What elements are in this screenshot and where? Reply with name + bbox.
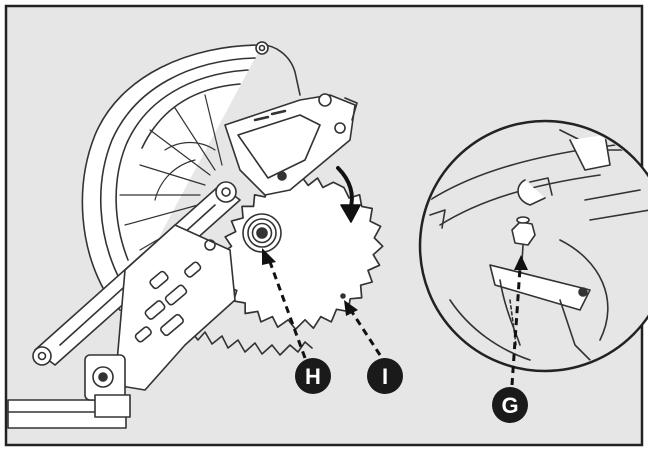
- arrowhead-h: [262, 248, 276, 265]
- detail-knob: [511, 216, 536, 263]
- leader-arrows: [268, 261, 522, 386]
- callout-i: I: [367, 358, 403, 394]
- leader-h: [268, 261, 307, 359]
- blade-mark: [340, 293, 346, 299]
- motor-housing: [224, 93, 358, 196]
- saw-arm-body: [114, 224, 236, 391]
- leader-g: [510, 267, 522, 386]
- rotation-direction-arrow-icon: [336, 166, 361, 223]
- callout-i-label: I: [382, 364, 388, 389]
- arrowhead-g: [514, 255, 528, 270]
- blade-lower-teeth: [189, 329, 313, 356]
- blade-hub: [242, 213, 282, 253]
- callout-h: H: [295, 358, 331, 394]
- magnified-detail: [418, 119, 648, 373]
- leader-arrowheads: [262, 248, 528, 316]
- callout-g-label: G: [501, 393, 518, 418]
- callout-h-label: H: [305, 364, 321, 389]
- saw-base: [7, 354, 131, 429]
- upper-blade-guard: [81, 41, 301, 311]
- callout-g: G: [492, 387, 528, 423]
- saw-illustration: [7, 41, 384, 429]
- leader-i: [350, 311, 382, 356]
- detail-circle: [418, 119, 648, 373]
- arrowhead-i: [344, 300, 358, 316]
